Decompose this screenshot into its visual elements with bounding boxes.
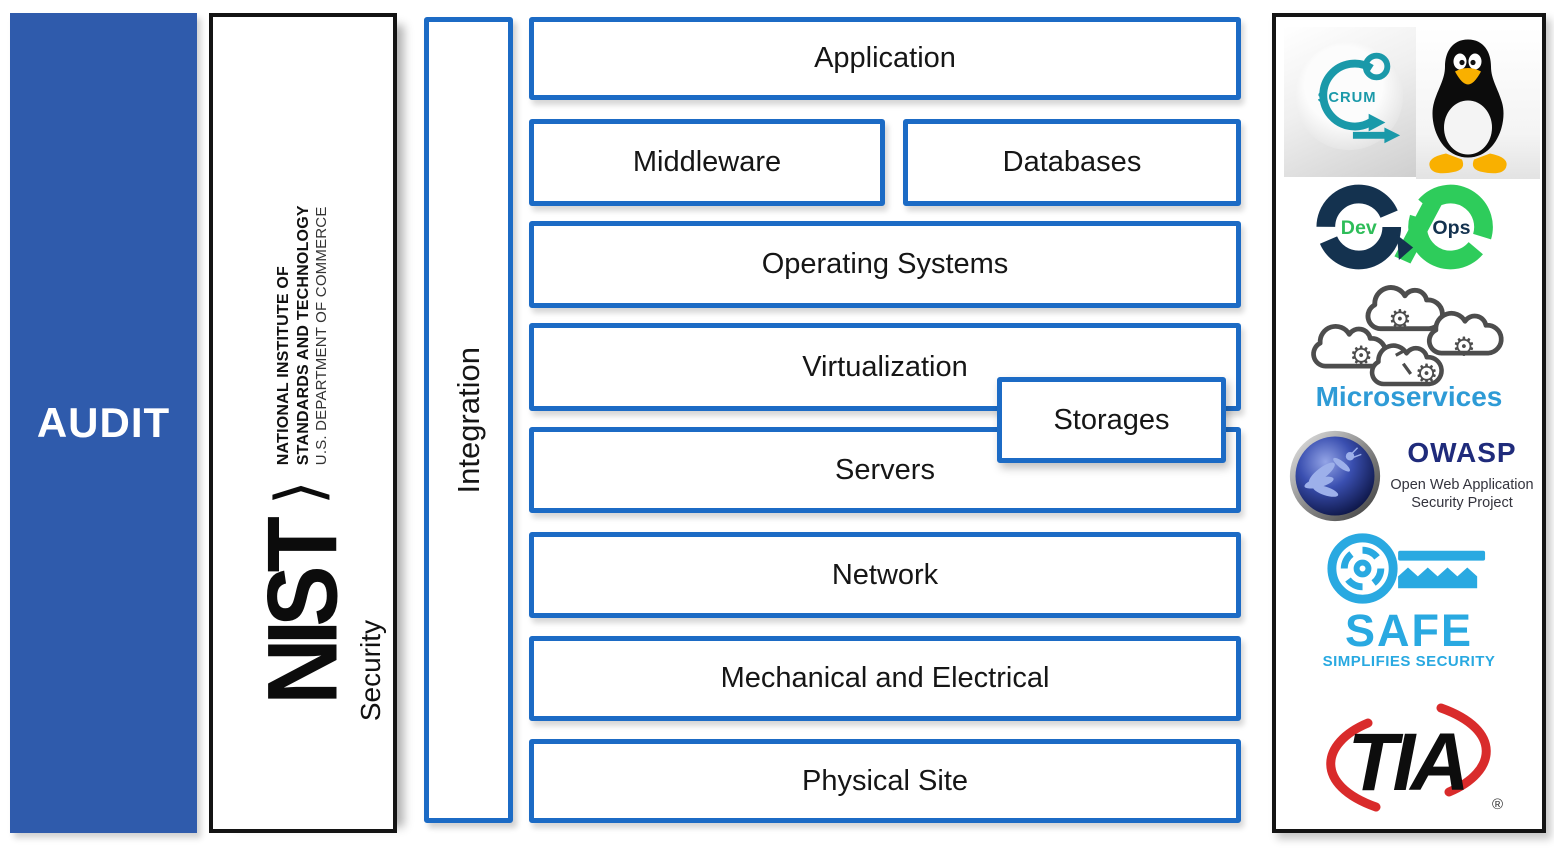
layer-operating-systems: Operating Systems (529, 221, 1241, 308)
layer-network: Network (529, 532, 1241, 618)
devops-dev-label: Dev (1341, 217, 1377, 239)
tux-linux-icon (1429, 39, 1507, 174)
devops-logo-icon: Dev Ops (1316, 184, 1493, 270)
integration-label: Integration (450, 346, 486, 494)
layer-physical-site: Physical Site (529, 739, 1241, 823)
layer-application-label: Application (814, 42, 956, 74)
safe-subtitle: SIMPLIFIES SECURITY (1322, 653, 1496, 670)
safe-title: SAFE (1344, 605, 1473, 656)
gear-icon: ⚙ (1415, 359, 1438, 387)
owasp-title: OWASP (1407, 437, 1517, 468)
nist-security-panel: NIST ⟩ NATIONAL INSTITUTE OF STANDARDS A… (209, 13, 397, 833)
integration-bar: Integration (424, 17, 513, 823)
gear-icon: ⚙ (1452, 332, 1475, 362)
owasp-text-block: OWASP Open Web Application Security Proj… (1382, 437, 1542, 512)
layer-network-label: Network (831, 558, 939, 591)
layer-middleware: Middleware (529, 119, 885, 206)
nist-line-1: NATIONAL INSTITUTE OF (275, 266, 293, 466)
audit-label: AUDIT (36, 399, 171, 446)
nist-line-3: U.S. DEPARTMENT OF COMMERCE (313, 206, 331, 466)
layer-mechanical-electrical-label: Mechanical and Electrical (720, 662, 1050, 694)
owasp-logo-icon (1289, 430, 1381, 522)
registered-mark: ® (1492, 796, 1503, 813)
layer-databases-label: Databases (1002, 146, 1142, 178)
owasp-subtitle-line2: Security Project (1411, 495, 1513, 512)
layer-application: Application (529, 17, 1241, 100)
layer-databases: Databases (903, 119, 1241, 206)
owasp-subtitle-line1: Open Web Application (1390, 477, 1534, 493)
nist-wordmark: NIST (247, 523, 359, 705)
nist-logo: NIST ⟩ NATIONAL INSTITUTE OF STANDARDS A… (238, 185, 368, 725)
microservices-label: Microservices (1315, 381, 1503, 412)
layer-mechanical-electrical: Mechanical and Electrical (529, 636, 1241, 721)
scrum-label: SCRUM (1318, 90, 1377, 106)
layer-storages-label: Storages (1053, 403, 1170, 436)
layer-operating-systems-label: Operating Systems (761, 248, 1009, 280)
layer-virtualization: Virtualization (529, 323, 1241, 411)
layer-servers: Servers (529, 427, 1241, 513)
layer-physical-site-label: Physical Site (801, 764, 968, 797)
devops-ops-label: Ops (1432, 217, 1470, 239)
security-label: Security (355, 619, 386, 721)
layer-servers-label: Servers (835, 453, 935, 486)
nist-bracket-icon: ⟩ (262, 480, 335, 506)
tia-logo-icon: TIA ® (1326, 703, 1503, 813)
nist-line-2: STANDARDS AND TECHNOLOGY (294, 205, 312, 466)
microservices-clouds-icon: ⚙ ⚙ ⚙ ⚙ (1296, 275, 1518, 387)
logo-panel: SCRUM Dev Ops (1272, 13, 1546, 833)
scrum-logo-icon: SCRUM (1294, 41, 1404, 151)
audit-bar: AUDIT (10, 13, 197, 833)
layer-middleware-label: Middleware (632, 146, 782, 178)
safe-key-icon (1327, 533, 1486, 604)
tia-label: TIA (1347, 717, 1464, 808)
gear-icon: ⚙ (1350, 342, 1373, 372)
nist-text-lines: NATIONAL INSTITUTE OF STANDARDS AND TECH… (274, 205, 331, 465)
layer-virtualization-label: Virtualization (802, 350, 968, 383)
layer-storages: Storages (997, 377, 1226, 463)
gear-icon: ⚙ (1388, 305, 1411, 335)
